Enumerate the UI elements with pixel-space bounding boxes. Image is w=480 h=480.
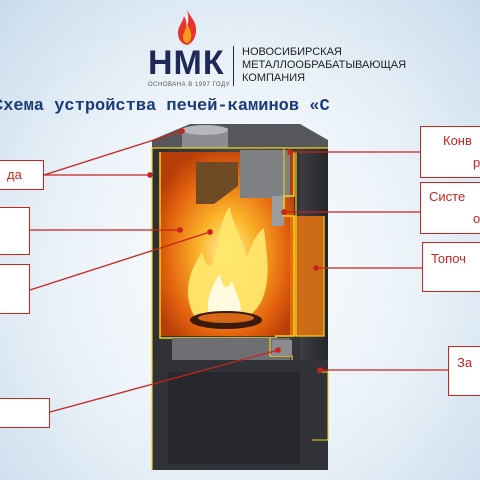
callout-right-top-line2: р (473, 155, 480, 170)
callout-left-top: да (0, 160, 44, 190)
ash-channel (272, 340, 292, 356)
base-inner-shadow (168, 372, 300, 464)
base-outline (151, 147, 328, 470)
leader-left-top-a (43, 130, 183, 176)
leader-dot-ash (275, 347, 281, 353)
company-line-2: МЕТАЛЛООБРАБАТЫВАЮЩАЯ (242, 59, 407, 71)
leader-dot-fire (313, 265, 319, 271)
founded-caption: ОСНОВАНА В 1997 ГОДУ (148, 82, 230, 88)
leader-left-4 (49, 349, 279, 413)
leader-dot-chimney (179, 128, 185, 134)
callout-right-fire: Топоч (422, 242, 480, 292)
company-line-1: НОВОСИБИРСКАЯ (242, 46, 342, 58)
leader-left-3 (29, 231, 211, 291)
leader-dot-base (317, 367, 323, 373)
callout-left-top-label: да (7, 167, 22, 182)
top-deflector (240, 150, 290, 198)
leader-dot-firebox (177, 227, 183, 233)
base-outline-right (312, 371, 329, 441)
callout-right-mid-line2: о (473, 211, 480, 226)
baffle-plate (196, 162, 238, 204)
callout-right-top-line1: Конв (443, 133, 472, 148)
leader-dot-air-system (281, 209, 287, 215)
callout-right-top: Конв р (420, 126, 480, 178)
leader-dot-convection (287, 149, 293, 155)
callout-left-2 (0, 207, 30, 255)
callout-right-bottom-label: За (457, 355, 473, 370)
flame-main (187, 206, 268, 320)
callout-right-fire-label: Топоч (431, 251, 466, 266)
flame-logo-icon (178, 10, 197, 45)
leader-dot-body (147, 172, 153, 178)
company-line-3: КОМПАНИЯ (242, 72, 306, 84)
convection-channel (290, 216, 324, 336)
company-logo: НМК ОСНОВАНА В 1997 ГОДУ НОВОСИБИРСКАЯ М… (148, 10, 428, 90)
callout-right-mid: Систе о (420, 182, 480, 234)
chimney-opening (182, 125, 228, 135)
diagram-title: Схема устройства печей-каминов «С (0, 97, 480, 116)
callout-right-bottom: За (448, 346, 480, 396)
diagram-title-text: Схема устройства печей-каминов «С (0, 97, 330, 116)
secondary-air-pipe (272, 196, 284, 226)
ember-glow (198, 313, 254, 323)
flame-core (207, 274, 242, 318)
callout-left-4 (0, 398, 50, 428)
callout-left-3 (0, 264, 30, 314)
brand-name: НМК (148, 44, 225, 82)
stove-top-cap (152, 124, 328, 150)
company-name: НОВОСИБИРСКАЯ МЕТАЛЛООБРАБАТЫВАЮЩАЯ КОМП… (242, 46, 406, 85)
callout-right-mid-line1: Систе (429, 189, 466, 204)
logo-divider (233, 46, 234, 86)
leader-dot-flame (207, 229, 213, 235)
